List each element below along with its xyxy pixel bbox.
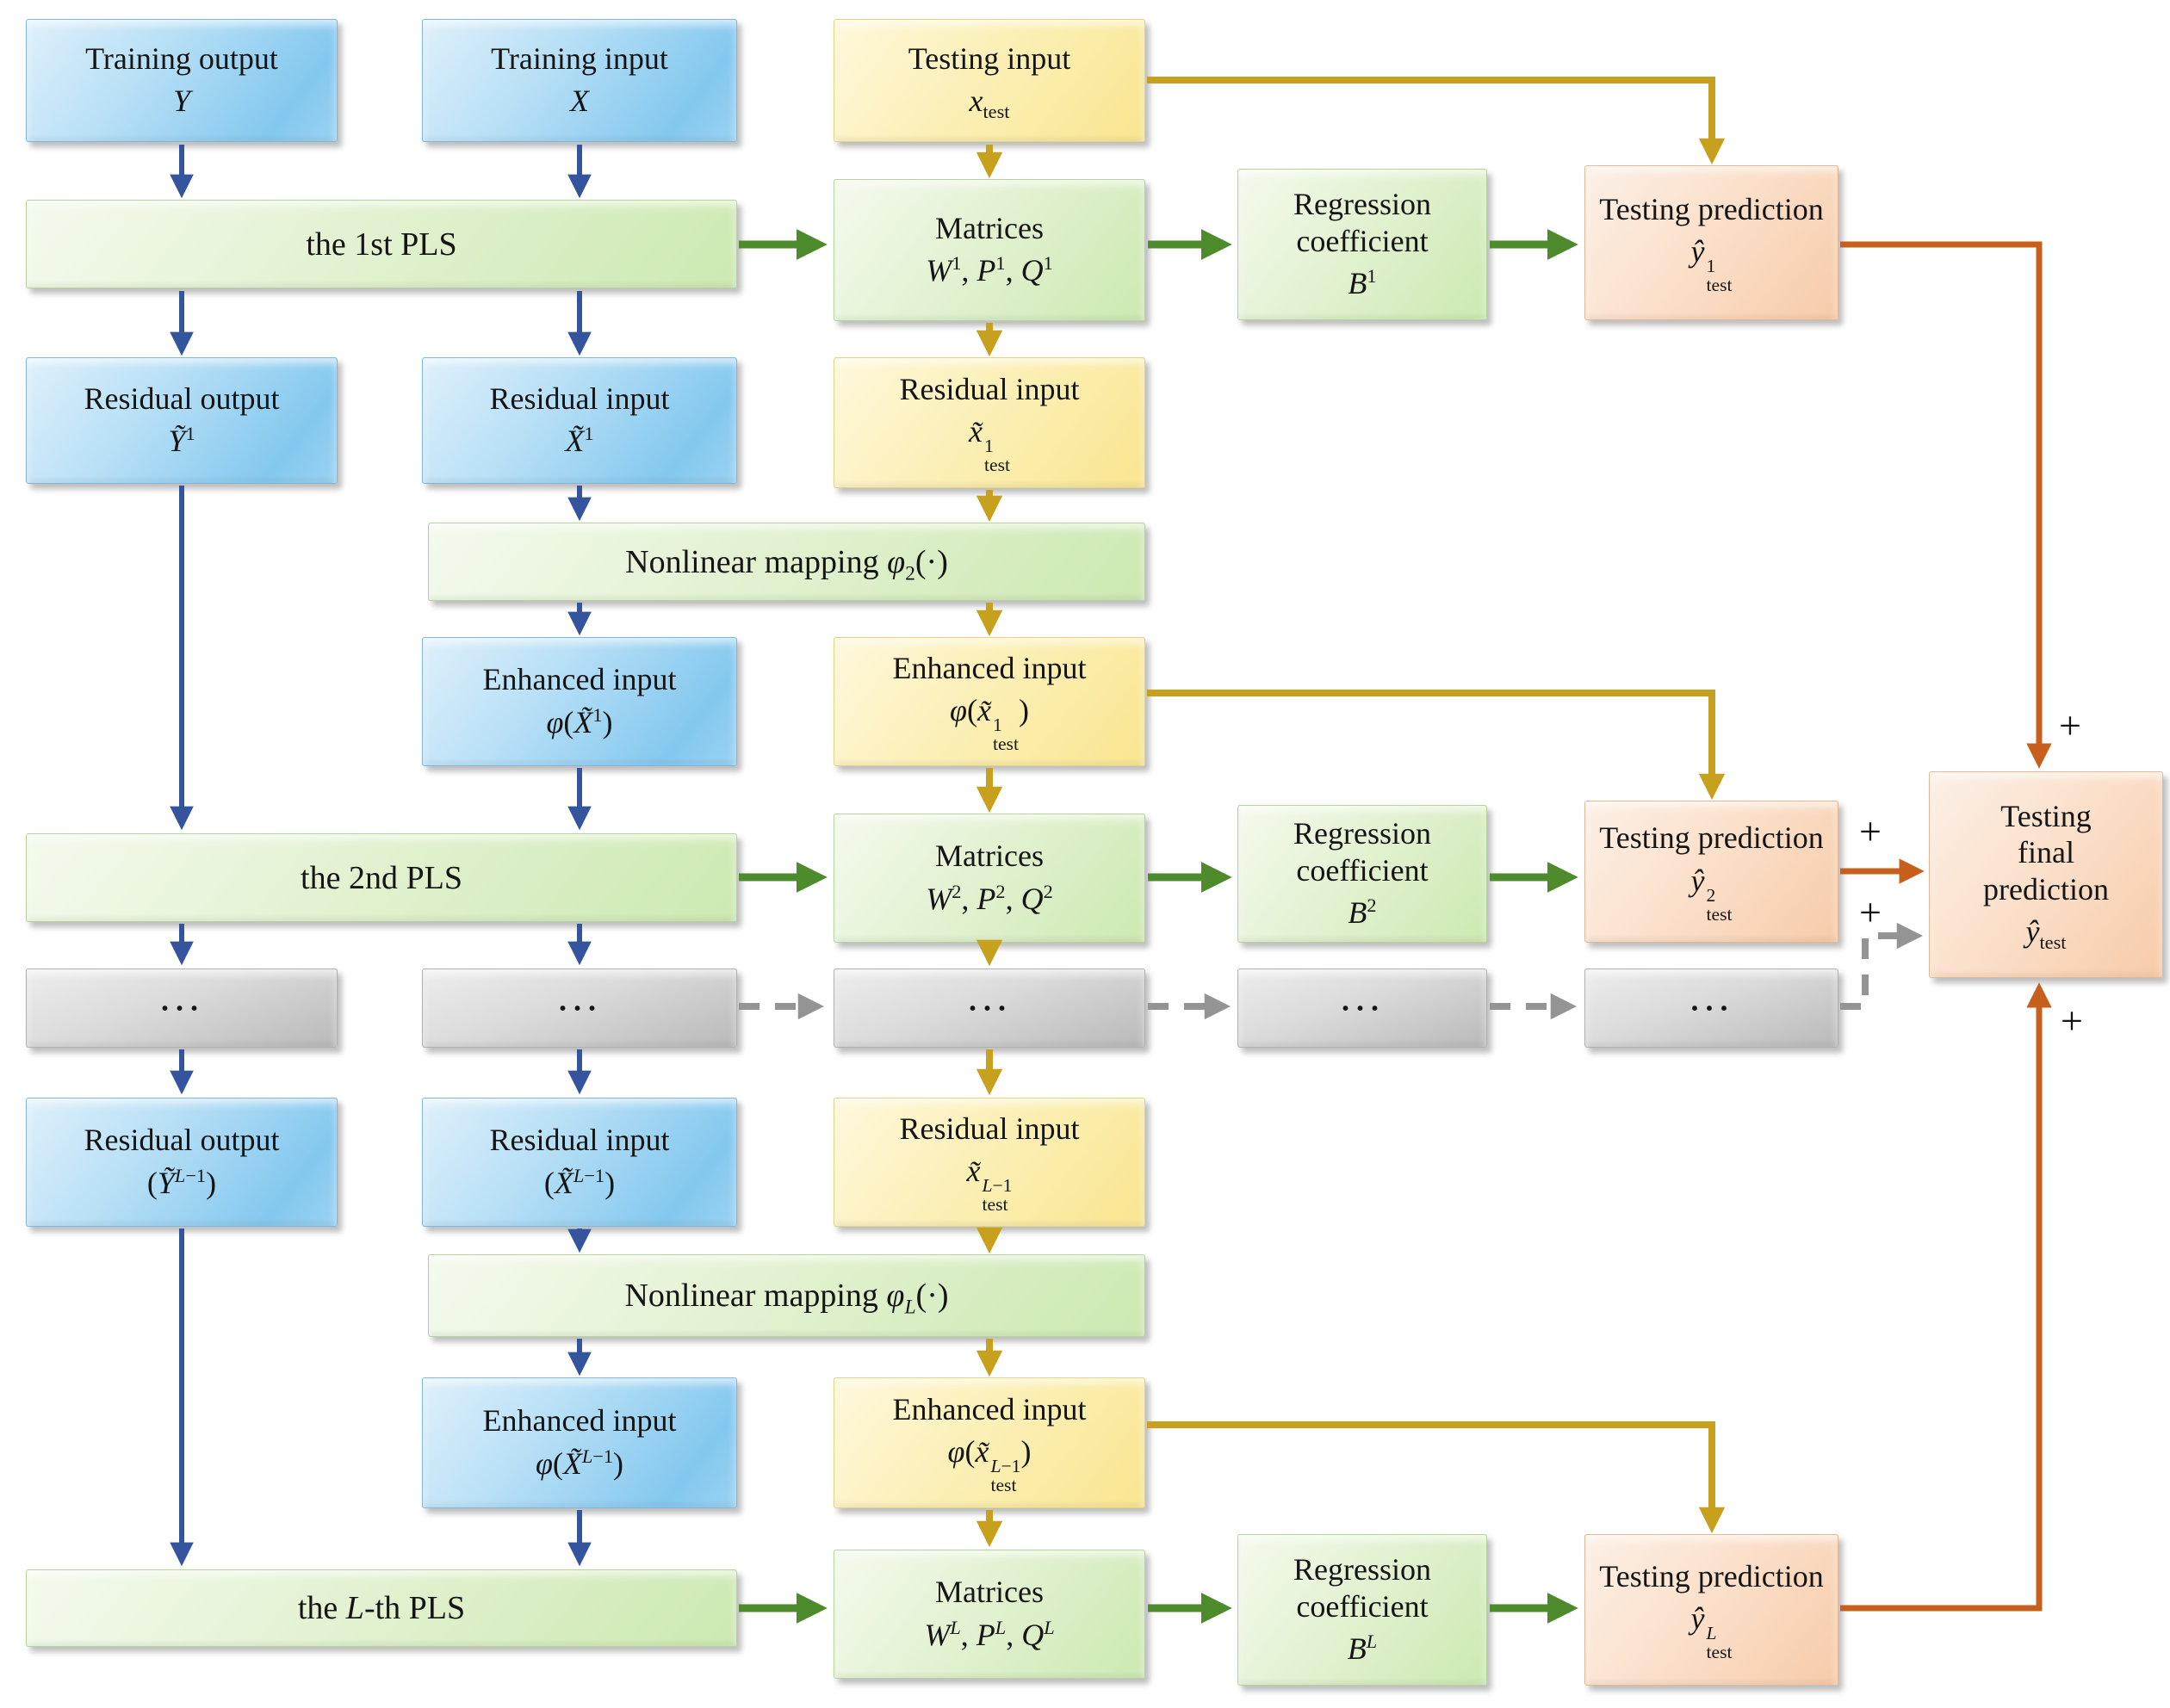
plus-sign-top: + [2059,703,2081,747]
training-input-title: Training input [491,40,668,76]
regression-L-formula: BL [1347,1630,1378,1666]
matrices-L-title: Matrices [935,1575,1044,1610]
residual-input-1-box: Residual input X̃1 [422,357,737,484]
enhanced-input-L-title: Enhanced input [482,1403,677,1439]
residual-output-L-title: Residual output [84,1123,280,1158]
ellipsis-label-4: ··· [1340,991,1385,1025]
ellipsis-label-3: ··· [967,991,1012,1025]
ellipsis-box-1: ··· [26,968,338,1048]
ellipsis-label-5: ··· [1689,991,1734,1025]
final-prediction-box: Testing final prediction ŷtest [1929,771,2163,978]
enhanced-input-1-box: Enhanced input φ(X̃1) [422,637,737,766]
residual-output-1-title: Residual output [84,381,280,416]
testing-input-formula: xtest [969,84,1010,123]
prediction-L-title: Testing prediction [1599,1558,1824,1594]
regression-2-title: Regression coefficient [1293,816,1431,888]
plus-sign-ellipsis: + [1859,890,1882,934]
matrices-2-box: Matrices W2, P2, Q2 [834,814,1145,943]
regression-1-title: Regression coefficient [1293,187,1431,258]
regression-1-formula: B1 [1348,264,1377,300]
matrices-L-formula: WL, PL, QL [924,1616,1055,1652]
final-prediction-formula: ŷtest [2025,914,2067,954]
arrow-enhanced-input-test-1-to-prediction2 [1147,690,1726,801]
ellipsis-box-5: ··· [1584,968,1838,1048]
residual-input-L-title: Residual input [489,1123,670,1158]
testing-input-title: Testing input [908,40,1071,76]
arrow-enhanced-input-test-L-to-predictionL [1147,1421,1726,1534]
residual-input-1-formula: X̃1 [565,423,594,459]
nonlinear-mapping-L-label: Nonlinear mapping φL(·) [624,1278,949,1319]
training-output-title: Training output [85,40,278,76]
residual-input-L-box: Residual input (X̃L−1) [422,1098,737,1227]
final-prediction-title: Testing final prediction [1983,798,2109,907]
matrices-2-title: Matrices [935,839,1044,874]
residual-output-1-formula: Ỹ1 [168,423,195,459]
nonlinear-mapping-L-bar: Nonlinear mapping φL(·) [428,1254,1145,1337]
pls-L-bar: the L-th PLS [26,1569,737,1647]
enhanced-input-1-formula: φ(X̃1) [546,703,613,740]
regression-2-box: Regression coefficient B2 [1237,805,1487,943]
arrow-predictionL-to-final [1840,982,2052,1612]
enhanced-input-test-1-title: Enhanced input [892,650,1087,685]
regression-1-box: Regression coefficient B1 [1237,169,1487,320]
pls-1-bar: the 1st PLS [26,200,737,288]
ellipsis-label-2: ··· [557,991,602,1025]
matrices-1-title: Matrices [935,210,1044,245]
enhanced-input-L-formula: φ(X̃L−1) [535,1445,624,1481]
enhanced-input-test-L-title: Enhanced input [892,1391,1087,1426]
enhanced-input-1-title: Enhanced input [482,662,677,697]
arrow-testing-input-to-prediction1 [1147,77,1726,165]
plus-sign-prediction2: + [1859,809,1882,853]
regression-2-formula: B2 [1348,894,1377,930]
nonlinear-mapping-2-label: Nonlinear mapping φ2(·) [625,543,948,585]
arrow-prediction1-to-final [1840,241,2052,769]
residual-output-L-box: Residual output (ỸL−1) [26,1098,338,1227]
regression-L-box: Regression coefficient BL [1237,1534,1487,1686]
matrices-1-box: Matrices W1, P1, Q1 [834,179,1145,321]
training-input-box: Training input X [422,19,737,142]
matrices-2-formula: W2, P2, Q2 [926,880,1053,916]
prediction-1-title: Testing prediction [1599,191,1824,226]
residual-input-1-title: Residual input [489,381,670,416]
residual-output-1-box: Residual output Ỹ1 [26,357,338,484]
ellipsis-box-4: ··· [1237,968,1487,1048]
matrices-1-formula: W1, P1, Q1 [926,252,1053,288]
plus-sign-bottom: + [2061,999,2083,1043]
prediction-2-title: Testing prediction [1599,820,1824,856]
training-input-formula: X [570,84,589,119]
ellipsis-box-3: ··· [834,968,1145,1048]
ellipsis-label-1: ··· [159,991,204,1025]
nonlinear-mapping-2-bar: Nonlinear mapping φ2(·) [428,523,1145,601]
pls-2-bar: the 2nd PLS [26,833,737,922]
pls-L-label: the L-th PLS [297,1590,466,1626]
training-output-formula: Y [172,84,191,119]
residual-output-L-formula: (ỸL−1) [146,1164,217,1200]
ellipsis-box-2: ··· [422,968,737,1048]
residual-input-test-L-title: Residual input [899,1111,1080,1146]
residual-input-test-1-title: Residual input [899,371,1080,406]
residual-input-L-formula: (X̃L−1) [543,1164,616,1200]
matrices-L-box: Matrices WL, PL, QL [834,1550,1145,1679]
regression-L-title: Regression coefficient [1293,1552,1431,1624]
pls-1-label: the 1st PLS [306,226,457,263]
arrow-ellipsis5-to-final [1840,922,1924,1010]
pls-2-label: the 2nd PLS [301,859,462,896]
enhanced-input-L-box: Enhanced input φ(X̃L−1) [422,1377,737,1508]
testing-input-box: Testing input xtest [834,19,1145,142]
training-output-box: Training output Y [26,19,338,142]
